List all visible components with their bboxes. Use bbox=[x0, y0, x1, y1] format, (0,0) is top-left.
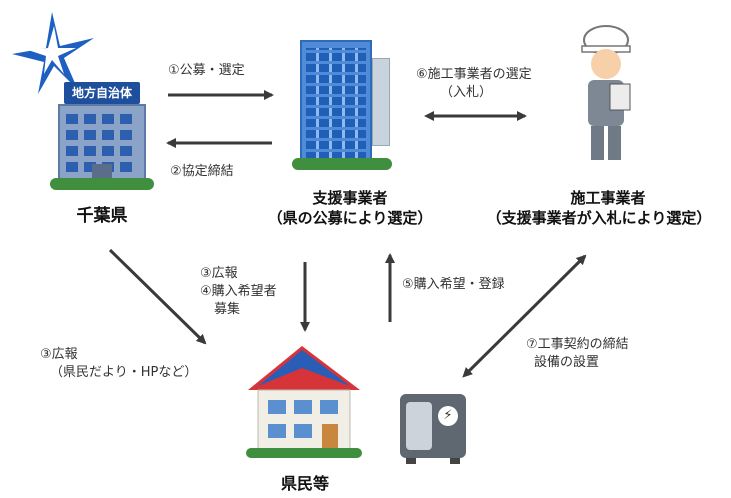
arrow-construction-contract bbox=[462, 254, 587, 378]
label-tender: （入札） bbox=[440, 85, 493, 100]
node-prefecture-name: 千葉県 bbox=[76, 206, 128, 226]
label-publicity-1: ③広報 bbox=[200, 266, 238, 281]
node-support-note: （県の公募により選定） bbox=[267, 209, 433, 227]
arrow-publicity-pref bbox=[108, 248, 207, 345]
chiba-emblem-icon bbox=[12, 12, 94, 94]
label-construction-contract-2: 設備の設置 bbox=[534, 355, 600, 370]
support-building-icon bbox=[292, 40, 402, 170]
label-agreement: ②協定締結 bbox=[170, 164, 234, 179]
prefecture-building-icon: 地方自治体 bbox=[50, 82, 154, 190]
node-support-name: 支援事業者 bbox=[312, 189, 388, 207]
house-icon bbox=[246, 346, 362, 458]
label-purchase-register: ⑤購入希望・登録 bbox=[402, 277, 505, 292]
label-pref-publicity-1: ③広報 bbox=[40, 347, 78, 362]
worker-icon bbox=[581, 25, 631, 160]
node-contractor-name: 施工事業者 bbox=[570, 189, 646, 207]
node-residents-name: 県民等 bbox=[280, 474, 329, 493]
prefecture-sign: 地方自治体 bbox=[71, 86, 132, 100]
label-recruit-select: ①公募・選定 bbox=[168, 63, 245, 78]
label-pref-publicity-2: （県民だより・HPなど） bbox=[50, 365, 198, 380]
battery-icon: ⚡ bbox=[400, 394, 466, 464]
label-publicity-2: ④購入希望者 bbox=[200, 284, 277, 299]
label-contractor-selection: ⑥施工事業者の選定 bbox=[416, 67, 532, 82]
label-publicity-3: 募集 bbox=[214, 302, 241, 317]
label-construction-contract-1: ⑦工事契約の締結 bbox=[526, 337, 629, 352]
node-contractor-note: （支援事業者が入札により選定） bbox=[486, 209, 712, 227]
